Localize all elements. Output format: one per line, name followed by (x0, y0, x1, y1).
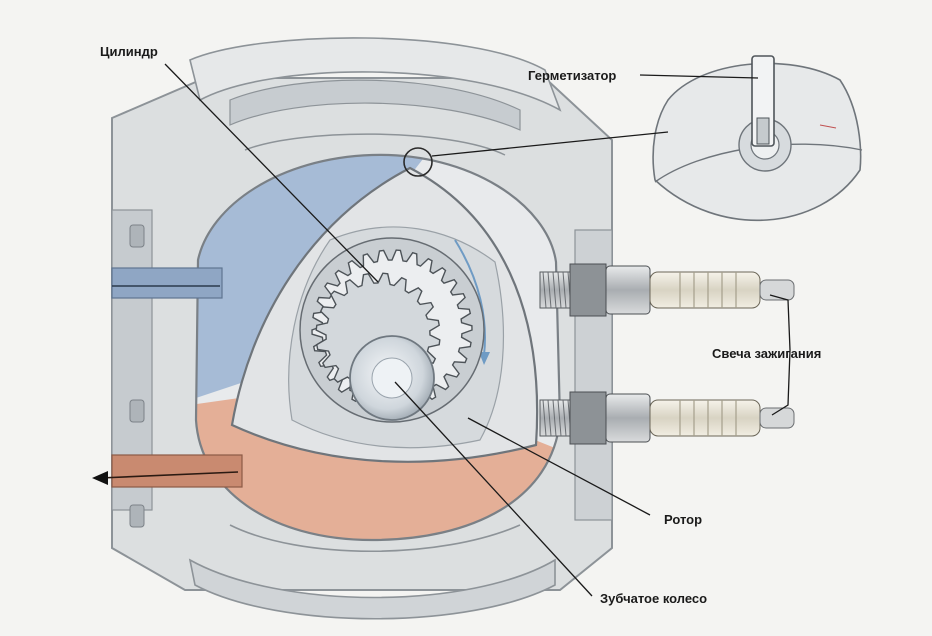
shaft-center (372, 358, 412, 398)
intake-port (112, 268, 222, 298)
exhaust-pipe (112, 455, 242, 487)
plug-gasket (570, 392, 606, 444)
exhaust-arrow-icon (92, 471, 108, 485)
plug-hex (606, 394, 650, 442)
label-spark-plug: Свеча зажигания (712, 346, 821, 361)
seal-detail-inset (653, 56, 862, 220)
label-gear: Зубчатое колесо (600, 591, 707, 606)
plug-insulator (650, 400, 760, 436)
exhaust-port (92, 455, 242, 487)
spark-plug-bottom (540, 392, 794, 444)
plug-terminal (760, 408, 794, 428)
intake-pipe (112, 268, 222, 298)
plug-gasket (570, 264, 606, 316)
spark-plug-top (540, 264, 794, 316)
label-cylinder: Цилиндр (100, 44, 158, 59)
apex-seal-spring (757, 118, 769, 144)
plug-hex (606, 266, 650, 314)
bolt-mid-left (130, 400, 144, 422)
label-seal: Герметизатор (528, 68, 616, 83)
label-rotor: Ротор (664, 512, 702, 527)
bolt-top-left (130, 225, 144, 247)
plug-insulator (650, 272, 760, 308)
bolt-bottom-left (130, 505, 144, 527)
